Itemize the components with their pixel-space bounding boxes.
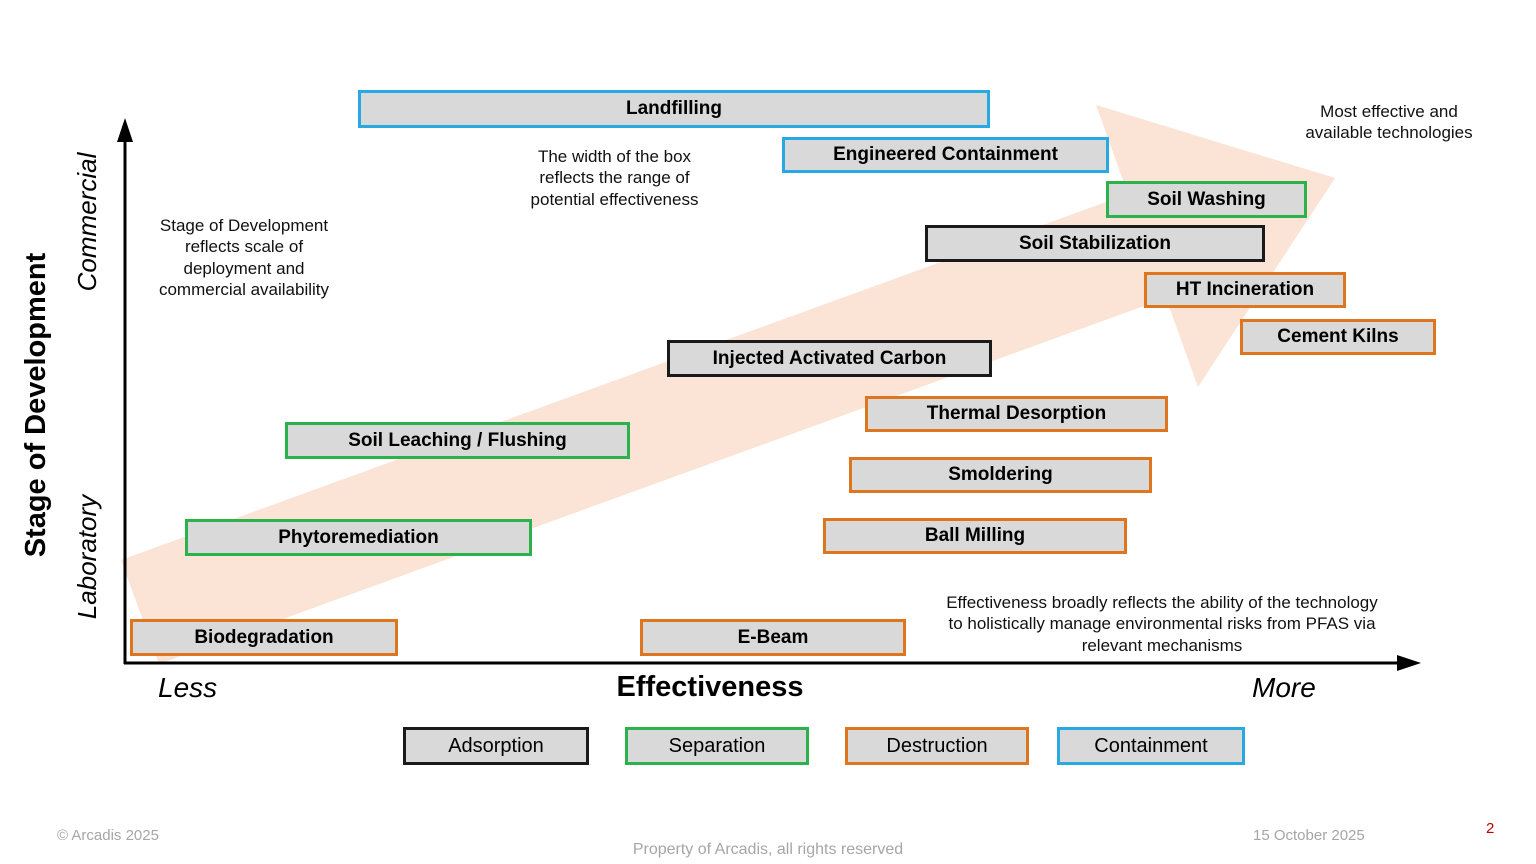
note-most-effective: Most effective and available technologie… [1305, 102, 1473, 143]
y-axis-title: Stage of Development [20, 252, 52, 558]
x-axis-arrowhead [1397, 655, 1421, 671]
y-axis-arrowhead [117, 118, 133, 142]
x-axis-title: Effectiveness [616, 671, 804, 703]
note-effectiveness: Effectiveness broadly reflects the abili… [946, 593, 1378, 655]
footer-rights: Property of Arcadis, all rights reserved [632, 841, 904, 858]
x-label-less: Less [158, 672, 218, 703]
footer-copyright: © Arcadis 2025 [57, 827, 159, 844]
effectiveness-trend-arrow [121, 105, 1335, 664]
note-stage-of-development: Stage of Development reflects scale of d… [158, 216, 330, 299]
note-box-width: The width of the box reflects the range … [530, 147, 699, 209]
x-label-more: More [1252, 672, 1316, 703]
footer-date: 15 October 2025 [1253, 827, 1365, 844]
y-label-laboratory: Laboratory [72, 494, 102, 620]
y-label-commercial: Commercial [72, 152, 102, 292]
page-number: 2 [1486, 820, 1495, 837]
